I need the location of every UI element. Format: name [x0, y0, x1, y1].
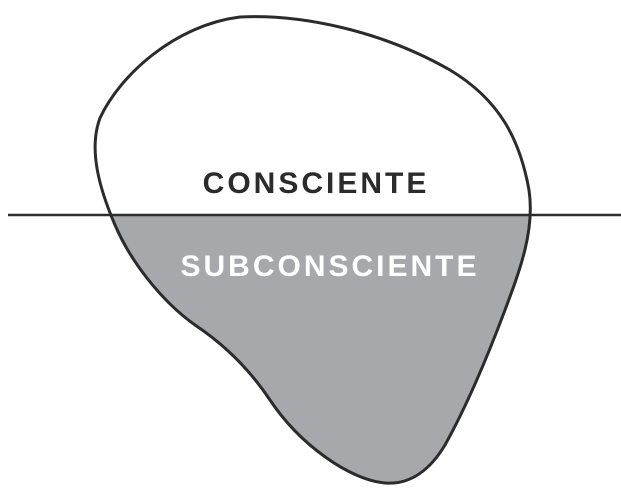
submerged-region: [110, 215, 531, 484]
shape-outline: [93, 15, 532, 485]
subconscious-label: SUBCONSCIENTE: [180, 250, 479, 283]
conscious-label: CONSCIENTE: [203, 167, 430, 200]
